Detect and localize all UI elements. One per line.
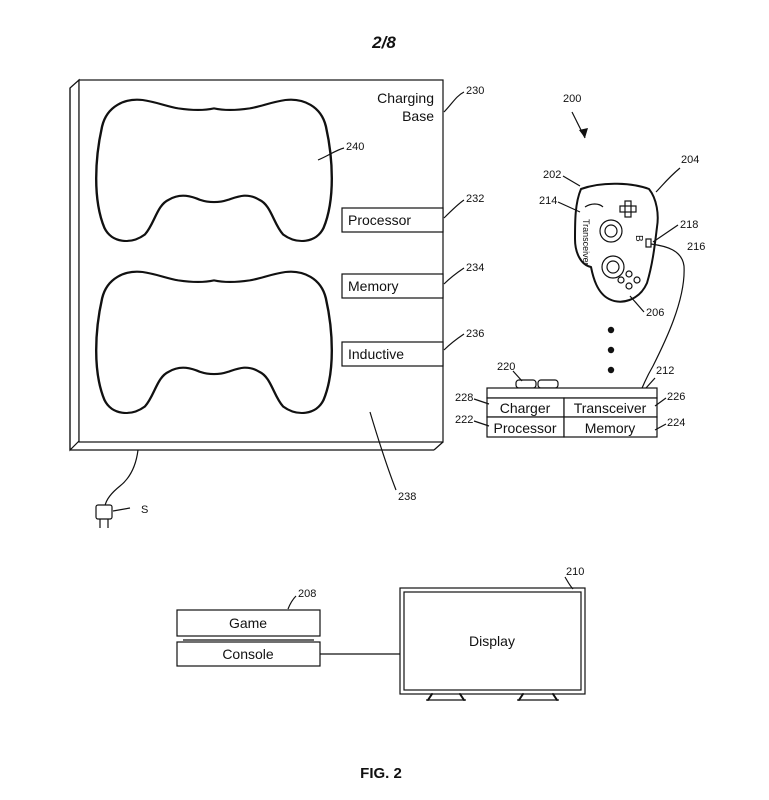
display-stand-left bbox=[427, 693, 465, 701]
charging-base-corner-edge bbox=[433, 441, 444, 451]
charging-base-title-line2: Base bbox=[402, 108, 434, 124]
sheet-number: 2/8 bbox=[371, 33, 396, 52]
charger-transceiver-ref-leader bbox=[654, 397, 667, 407]
ellipsis-dot bbox=[607, 366, 615, 374]
controller-transceiver-ref: 214 bbox=[539, 195, 557, 207]
base-memory-box bbox=[341, 273, 444, 299]
power-cord bbox=[104, 449, 139, 507]
charging-base-title-line1: Charging bbox=[377, 90, 434, 106]
charger-connector-left bbox=[515, 379, 537, 389]
console-game-label: Game bbox=[229, 615, 267, 631]
charger-connector-right bbox=[537, 379, 559, 389]
ellipsis-dot bbox=[607, 326, 615, 334]
docked-controller-ref: 240 bbox=[346, 141, 364, 153]
controller-port bbox=[645, 238, 652, 248]
display-ref: 210 bbox=[566, 566, 584, 578]
docked-controller-ref-leader bbox=[317, 147, 345, 161]
base-processor-box bbox=[341, 207, 444, 233]
base-memory-ref: 234 bbox=[466, 262, 484, 274]
power-plug-icon bbox=[95, 504, 113, 528]
handheld-controller: Transceiver B bbox=[574, 182, 659, 303]
console-top-unit bbox=[176, 609, 321, 637]
figure-caption: FIG. 2 bbox=[360, 765, 402, 782]
left-analog-stick-inner-icon bbox=[604, 224, 618, 238]
base-inductive-ref: 236 bbox=[466, 328, 484, 340]
plug-label-leader bbox=[112, 507, 131, 512]
controller-port-ref-leader bbox=[652, 224, 679, 243]
console-ref: 208 bbox=[298, 588, 316, 600]
charger-unit-ref: 212 bbox=[656, 365, 674, 377]
base-processor-ref-leader bbox=[443, 199, 465, 219]
dpad-icon bbox=[619, 200, 637, 218]
console-bottom-unit bbox=[176, 641, 321, 667]
controller-body-ref-leader bbox=[562, 175, 581, 187]
charging-base-ref: 230 bbox=[466, 85, 484, 97]
right-analog-stick-inner-icon bbox=[606, 260, 620, 274]
display-stand-right bbox=[518, 693, 558, 701]
console-ref-leader bbox=[287, 595, 297, 610]
charger-processor-label: Processor bbox=[493, 420, 556, 436]
charging-base bbox=[69, 78, 444, 452]
base-processor-ref: 232 bbox=[466, 193, 484, 205]
charger-unit-housing bbox=[486, 387, 658, 399]
left-analog-stick-icon bbox=[599, 219, 623, 243]
controller-port-ref: 218 bbox=[680, 219, 698, 231]
controller-buttons-ref: 206 bbox=[646, 307, 664, 319]
charger-memory-label: Memory bbox=[585, 420, 636, 436]
charger-cell-label: Charger bbox=[500, 400, 551, 416]
controller-transceiver-label: Transceiver bbox=[581, 219, 591, 266]
charging-cable bbox=[641, 243, 685, 389]
system-ref: 200 bbox=[563, 93, 581, 105]
face-buttons-icon bbox=[617, 270, 641, 290]
charger-cell-ref: 228 bbox=[455, 392, 473, 404]
charger-processor-ref-leader bbox=[473, 420, 490, 427]
controller-buttons-ref-leader bbox=[629, 295, 645, 313]
controller-grip-line bbox=[584, 203, 604, 208]
charger-transceiver-label: Transceiver bbox=[574, 400, 647, 416]
ellipsis-dot bbox=[607, 346, 615, 354]
right-analog-stick-icon bbox=[601, 255, 625, 279]
charging-base-side-face bbox=[69, 78, 80, 452]
controller-port-label: B bbox=[633, 235, 644, 242]
base-ref: 238 bbox=[398, 491, 416, 503]
display-bezel bbox=[399, 587, 586, 695]
plug-label: S bbox=[141, 504, 148, 516]
base-inductive-label: Inductive bbox=[348, 346, 404, 362]
charger-connector-ref: 220 bbox=[497, 361, 515, 373]
charger-unit-ref-leader bbox=[645, 377, 656, 389]
controller-cable-ref: 216 bbox=[687, 241, 705, 253]
controller-side-ref-leader bbox=[655, 167, 681, 193]
display-ref-leader bbox=[564, 576, 574, 590]
charging-base-ref-leader bbox=[443, 91, 465, 113]
charger-memory-ref-leader bbox=[654, 423, 667, 431]
system-ref-arrowhead bbox=[579, 128, 588, 138]
charger-transceiver-ref: 226 bbox=[667, 391, 685, 403]
base-ref-leader bbox=[369, 411, 397, 491]
controller-transceiver-ref-leader bbox=[557, 201, 581, 213]
base-processor-label: Processor bbox=[348, 212, 411, 228]
display-screen bbox=[403, 591, 582, 691]
controller-side-ref: 204 bbox=[681, 154, 699, 166]
charger-memory-ref: 224 bbox=[667, 417, 685, 429]
base-inductive-ref-leader bbox=[443, 333, 465, 351]
charging-base-top-face bbox=[78, 79, 444, 443]
base-inductive-box bbox=[341, 341, 444, 367]
base-memory-ref-leader bbox=[443, 267, 465, 285]
display-label: Display bbox=[469, 633, 515, 649]
charger-memory-cell bbox=[563, 416, 658, 438]
console-console-label: Console bbox=[222, 646, 274, 662]
charger-processor-ref: 222 bbox=[455, 414, 473, 426]
charger-cell-ref-leader bbox=[473, 398, 490, 405]
controller-body-ref: 202 bbox=[543, 169, 561, 181]
base-memory-label: Memory bbox=[348, 278, 399, 294]
charger-connector-ref-leader bbox=[512, 370, 523, 382]
